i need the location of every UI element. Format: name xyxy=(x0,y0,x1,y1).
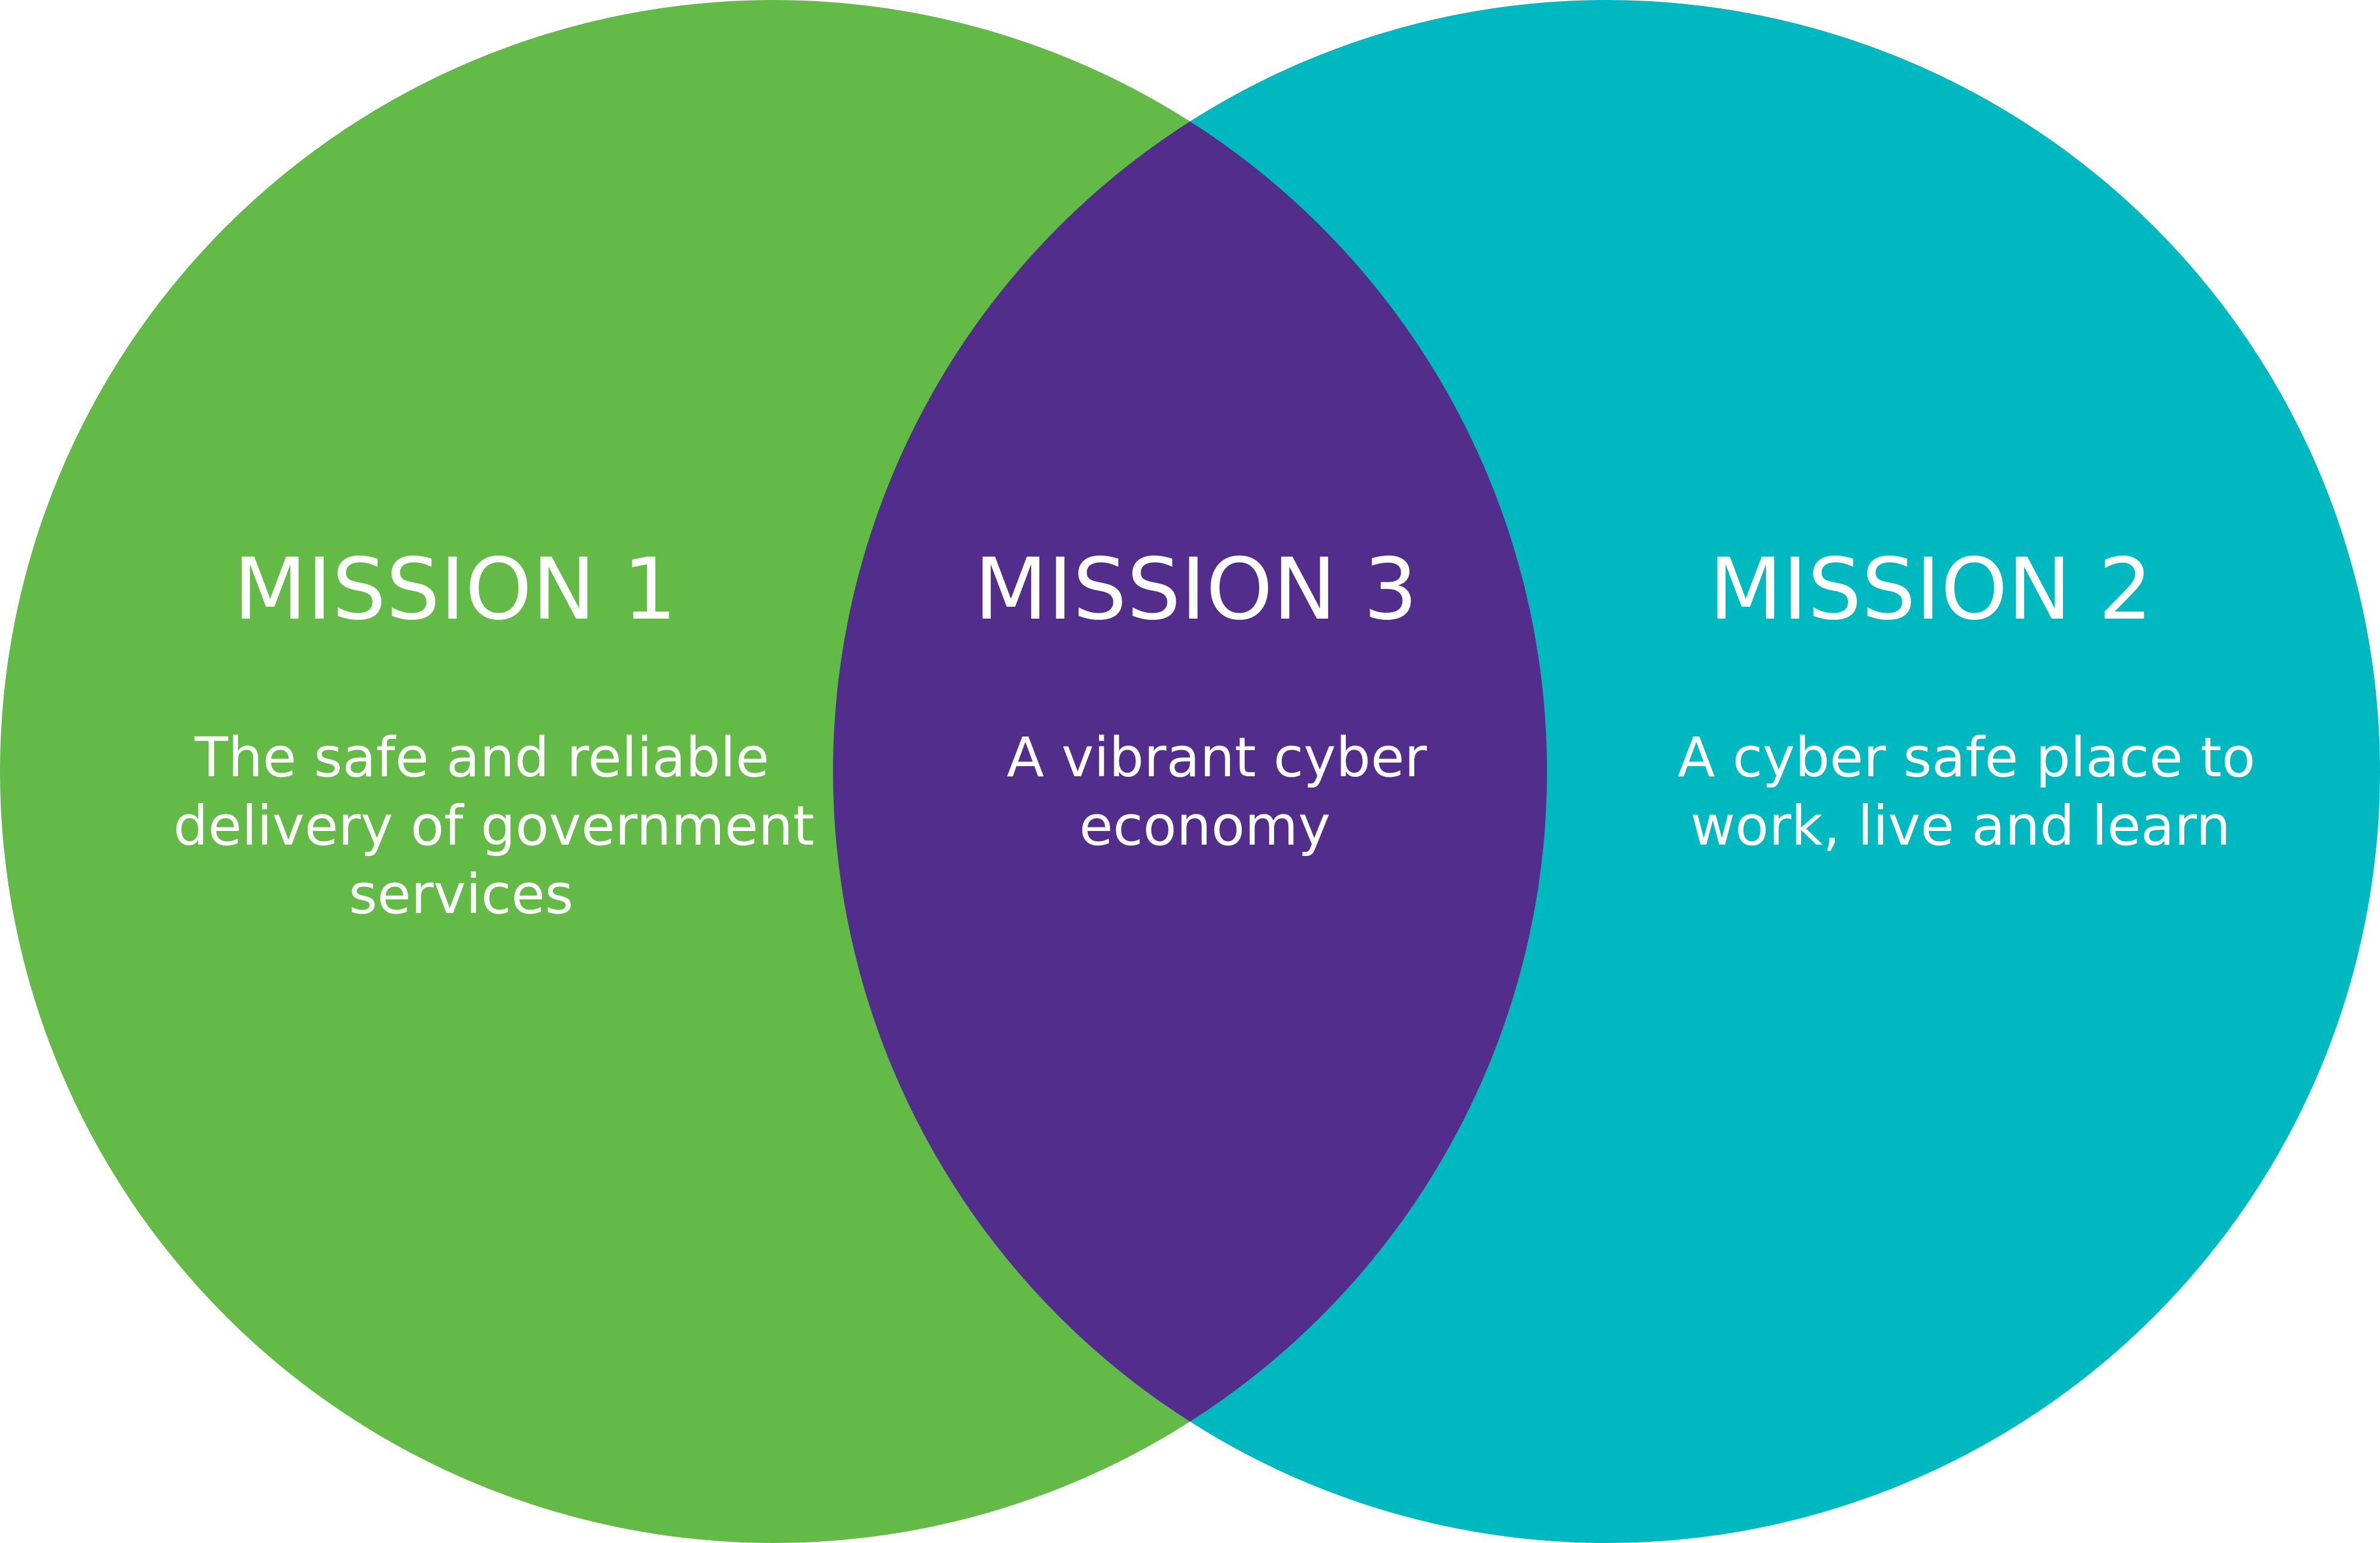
mission-2-title: MISSION 2 xyxy=(1709,540,2152,639)
mission-1-description-line: delivery of government xyxy=(173,794,814,858)
mission-1-description-line: The safe and reliable xyxy=(194,726,769,789)
mission-3-description-line: economy xyxy=(1079,794,1330,858)
mission-3-description-line: A vibrant cyber xyxy=(1007,726,1427,789)
mission-3-title: MISSION 3 xyxy=(974,540,1417,639)
mission-3-overlap xyxy=(833,0,1547,1543)
mission-2-description-line: A cyber safe place to xyxy=(1678,726,2256,789)
mission-1-description-line: services xyxy=(349,863,573,926)
mission-1-title: MISSION 1 xyxy=(233,540,677,639)
mission-2-description-line: work, live and learn xyxy=(1690,794,2231,858)
